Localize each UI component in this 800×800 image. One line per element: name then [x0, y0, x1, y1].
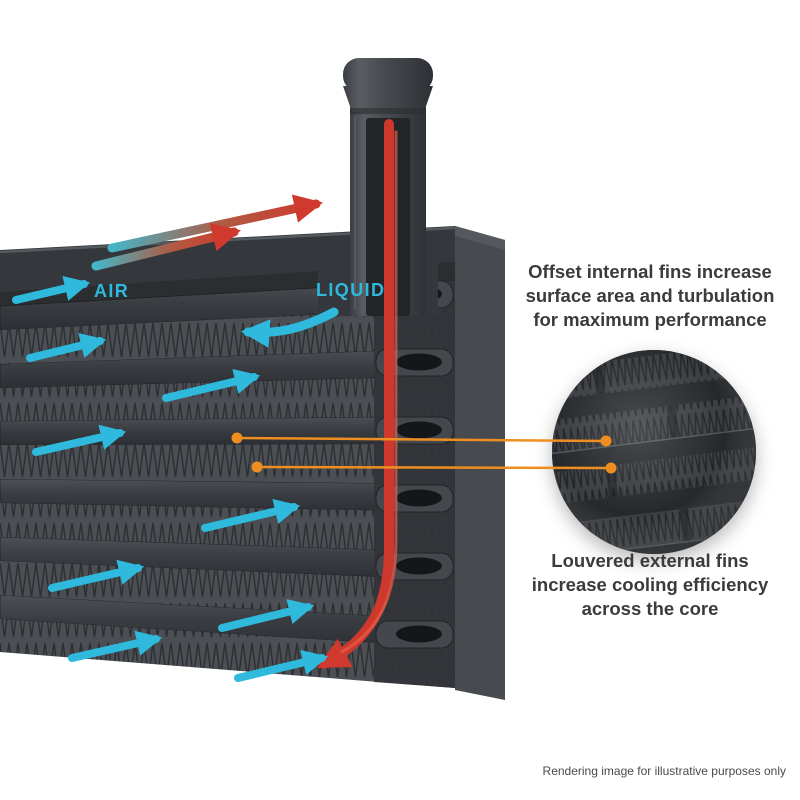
air-flow-arrow [48, 559, 145, 592]
callout-line-text: Offset internal fins increase [528, 261, 772, 282]
air-flow-arrow [234, 649, 329, 682]
callout-dot [600, 435, 612, 447]
air-flow-arrow [68, 630, 163, 662]
air-flow-arrow [201, 498, 301, 532]
core-fin-rows [0, 308, 455, 688]
callout-line-text: increase cooling efficiency [531, 574, 769, 595]
liquid-flow-path [316, 119, 398, 669]
core-cutaway [374, 280, 455, 688]
louvered-fins-callout-text: Louvered external fins increase cooling … [502, 549, 798, 621]
cooler-core [0, 226, 456, 688]
callout-dots [231, 432, 617, 474]
hot-air-arrows [91, 194, 324, 271]
air-flow-arrow [12, 275, 91, 304]
air-flow-arrows [12, 275, 339, 682]
callout-line-text: for maximum performance [533, 309, 767, 330]
air-flow-arrow [32, 424, 127, 456]
callout-line [256, 465, 612, 470]
callout-line-text: surface area and turbulation [525, 285, 775, 306]
air-flow-arrow [26, 333, 107, 362]
callout-dot [605, 462, 617, 474]
callout-line [236, 436, 607, 443]
callout-dot [251, 461, 263, 473]
fitting-barb [343, 58, 433, 92]
hot-air-arrow [91, 223, 241, 271]
disclaimer-text: Rendering image for illustrative purpose… [542, 764, 786, 778]
air-label: AIR [94, 281, 130, 301]
air-flow-arrow [218, 599, 315, 632]
offset-fins-callout-text: Offset internal fins increase surface ar… [502, 260, 798, 332]
liquid-label: LIQUID [316, 280, 386, 300]
callout-line-text: Louvered external fins [551, 550, 749, 571]
fin-detail-inset [552, 350, 756, 554]
inlet-fitting [318, 58, 438, 316]
callout-lines [236, 436, 612, 470]
callout-line-text: across the core [581, 598, 719, 619]
air-flow-arrow [162, 369, 261, 402]
core-side-panel [455, 226, 505, 700]
callout-dot [231, 432, 243, 444]
liquid-return-arrow [240, 307, 339, 348]
